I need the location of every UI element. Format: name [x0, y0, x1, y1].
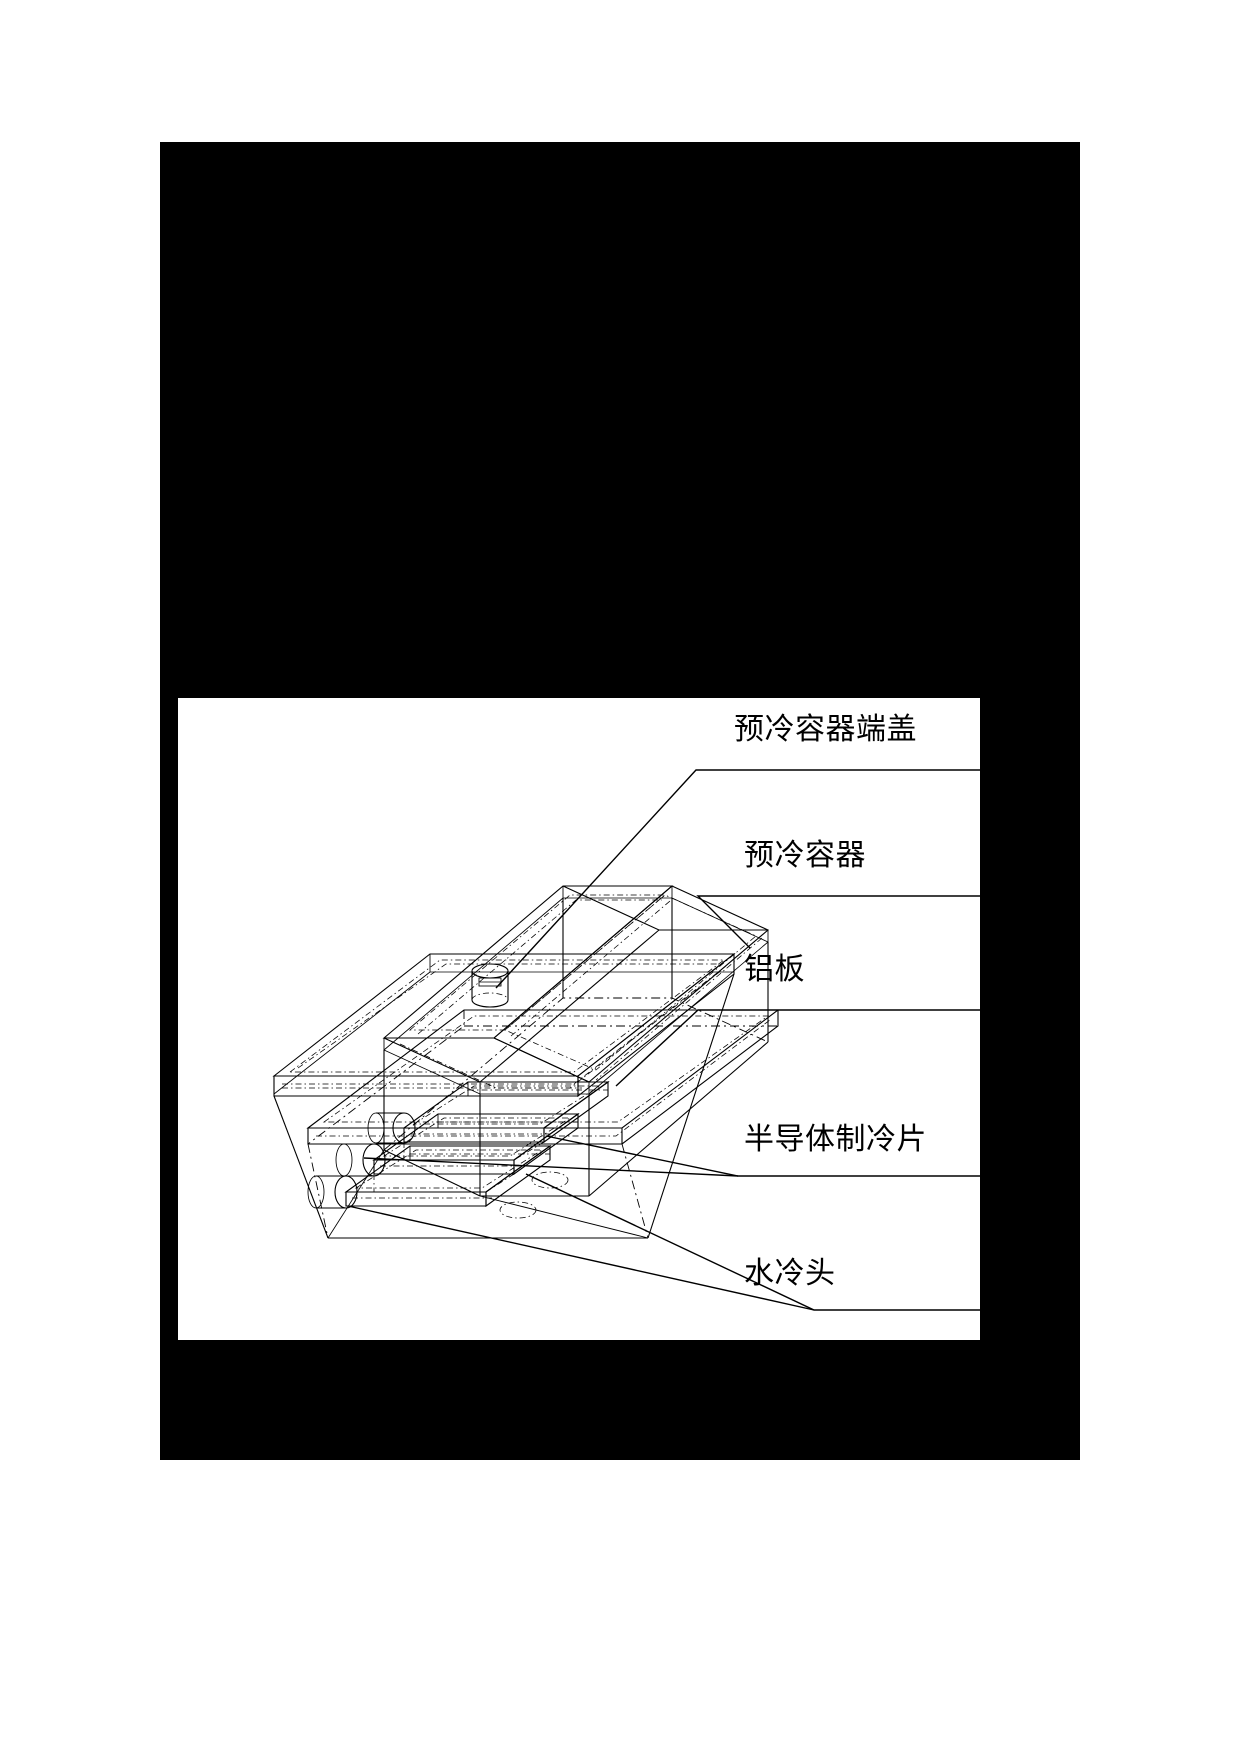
cad-wireframe-drawing [272, 769, 980, 1311]
callout-label-semiconductor-cooling-chip: 半导体制冷片 [744, 1123, 927, 1156]
thermoelectric-module-stack [344, 1080, 610, 1208]
aluminum-plate-assembly [272, 952, 736, 1098]
leader-precool-container [696, 895, 980, 949]
leader-semiconductor-chip-b [363, 1157, 739, 1177]
container-flange-inner-detail [399, 894, 763, 1089]
figure-panel: 预冷容器端盖 预冷容器 铝板 半导体制冷片 水冷头 [178, 698, 980, 1340]
leader-aluminum-plate [615, 1009, 980, 1087]
callout-label-precool-container-end-cap: 预冷容器端盖 [734, 713, 917, 746]
container-perspective-edges [273, 973, 735, 1239]
water-cooling-heads [307, 1112, 569, 1219]
callout-label-precool-container: 预冷容器 [744, 839, 866, 872]
leader-precool-container-end-cap [495, 769, 980, 989]
callout-label-aluminum-plate: 铝板 [744, 953, 805, 986]
callout-label-water-cooling-head: 水冷头 [744, 1257, 836, 1290]
lower-aluminum-sheet [306, 1009, 780, 1145]
leader-water-cooling-head-b [347, 1205, 815, 1311]
callout-leader-lines [347, 769, 980, 1311]
